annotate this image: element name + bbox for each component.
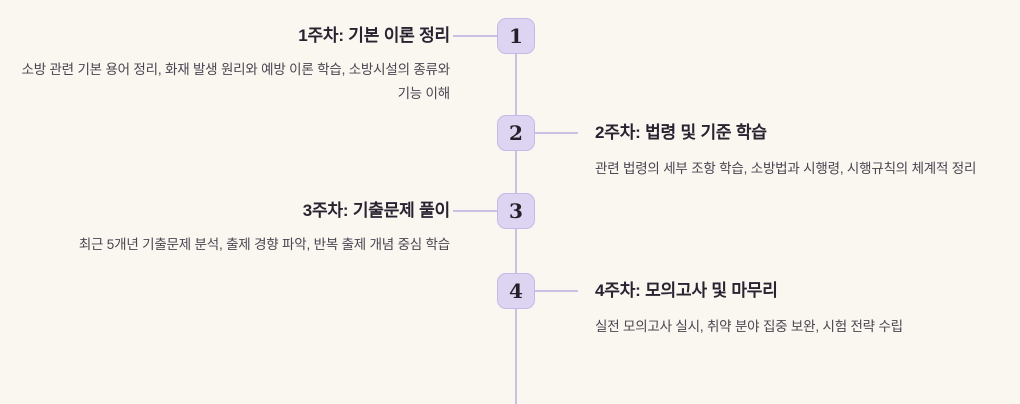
timeline-node-week4: 4: [497, 273, 535, 309]
week4-connector-line: [535, 290, 578, 292]
week2-number: 2: [509, 121, 523, 145]
timeline-node-week3: 3: [497, 193, 535, 229]
week3-description: 최근 5개년 기출문제 분석, 출제 경향 파악, 반복 출제 개념 중심 학습: [78, 237, 450, 252]
week3-title: 3주차: 기출문제 풀이: [302, 201, 450, 220]
timeline-item-week1: 1주차: 기본 이론 정리 소방 관련 기본 용어 정리, 화재 발생 원리와 …: [8, 24, 450, 106]
week3-number: 3: [509, 199, 523, 223]
timeline-item-week3: 3주차: 기출문제 풀이 최근 5개년 기출문제 분석, 출제 경향 파악, 반…: [8, 199, 450, 257]
timeline-item-week4: 4주차: 모의고사 및 마무리 실전 모의고사 실시, 취약 분야 집중 보완,…: [595, 279, 1015, 339]
week1-description: 소방 관련 기본 용어 정리, 화재 발생 원리와 예방 이론 학습, 소방시설…: [21, 62, 450, 101]
week1-title: 1주차: 기본 이론 정리: [298, 26, 450, 45]
week1-connector-line: [453, 35, 497, 37]
week2-title: 2주차: 법령 및 기준 학습: [595, 123, 767, 142]
timeline-item-week2: 2주차: 법령 및 기준 학습 관련 법령의 세부 조항 학습, 소방법과 시행…: [595, 121, 1015, 181]
week2-description: 관련 법령의 세부 조항 학습, 소방법과 시행령, 시행규칙의 체계적 정리: [595, 161, 977, 176]
week4-number: 4: [509, 279, 523, 303]
week2-connector-line: [535, 132, 578, 134]
timeline-node-week2: 2: [497, 115, 535, 151]
week4-description: 실전 모의고사 실시, 취약 분야 집중 보완, 시험 전략 수립: [595, 319, 903, 334]
week1-number: 1: [509, 24, 523, 48]
week4-title: 4주차: 모의고사 및 마무리: [595, 281, 778, 300]
timeline-node-week1: 1: [497, 18, 535, 54]
week3-connector-line: [453, 210, 497, 212]
